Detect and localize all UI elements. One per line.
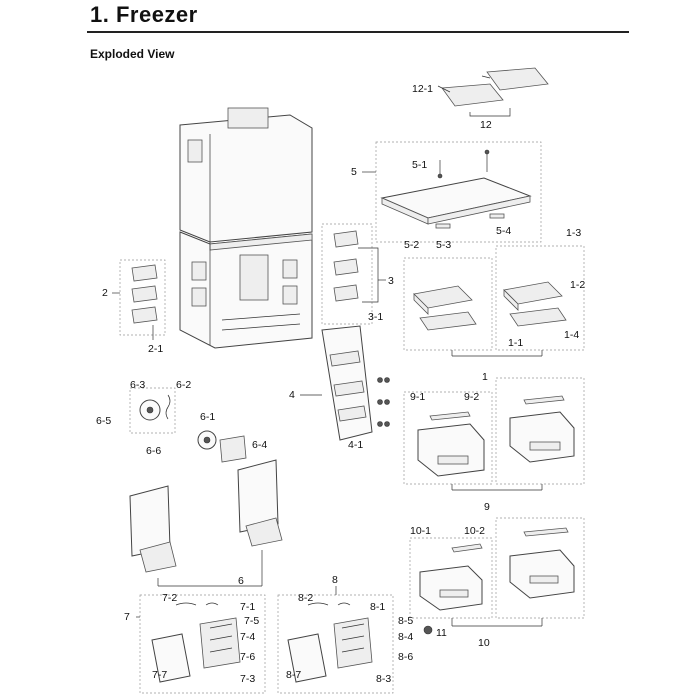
callout-7-7: 7-7	[152, 669, 167, 681]
callout-8-5: 8-5	[398, 615, 413, 627]
callout-7-1: 7-1	[240, 601, 255, 613]
callout-11: 11	[436, 627, 447, 639]
part-12-filters	[437, 67, 549, 117]
callout-6: 6	[238, 575, 244, 587]
part-5-shelf	[362, 141, 542, 243]
callout-8-3: 8-3	[376, 673, 391, 685]
callout-10: 10	[478, 637, 490, 649]
part-6-fan-assembly	[129, 387, 283, 587]
callout-7-4: 7-4	[240, 631, 255, 643]
callout-9-2: 9-2	[464, 391, 479, 403]
freezer-cabinet	[179, 107, 313, 349]
part-4-cover	[300, 325, 390, 441]
callout-7-2: 7-2	[162, 592, 177, 604]
callout-4: 4	[289, 389, 295, 401]
callout-1-1: 1-1	[508, 337, 523, 349]
callout-2-1: 2-1	[148, 343, 163, 355]
callout-1-3: 1-3	[566, 227, 581, 239]
callout-6-2: 6-2	[176, 379, 191, 391]
part-8-assembly	[277, 586, 394, 694]
callout-7-6: 7-6	[240, 651, 255, 663]
callout-7: 7	[124, 611, 130, 623]
callout-2: 2	[102, 287, 108, 299]
part-1-shelves	[403, 245, 585, 357]
callout-12-1: 12-1	[412, 83, 433, 95]
callout-8: 8	[332, 574, 338, 586]
callout-6-5: 6-5	[96, 415, 111, 427]
callout-6-1: 6-1	[200, 411, 215, 423]
page-title: 1. Freezer	[90, 2, 198, 27]
callout-8-4: 8-4	[398, 631, 413, 643]
section-subtitle: Exploded View	[90, 47, 175, 61]
callout-8-2: 8-2	[298, 592, 313, 604]
callout-3-1: 3-1	[368, 311, 383, 323]
callout-1: 1	[482, 371, 488, 383]
callout-8-6: 8-6	[398, 651, 413, 663]
callout-4-1: 4-1	[348, 439, 363, 451]
callout-5-2: 5-2	[404, 239, 419, 251]
part-2-guides	[112, 259, 166, 340]
callout-8-1: 8-1	[370, 601, 385, 613]
callout-5-4: 5-4	[496, 225, 511, 237]
title-rule	[87, 31, 629, 33]
callout-10-2: 10-2	[464, 525, 485, 537]
callout-5-1: 5-1	[412, 159, 427, 171]
callout-1-4: 1-4	[564, 329, 579, 341]
callout-12: 12	[480, 119, 492, 131]
callout-9-1: 9-1	[410, 391, 425, 403]
callout-7-3: 7-3	[240, 673, 255, 685]
callout-6-3: 6-3	[130, 379, 145, 391]
part-10-drawers	[409, 517, 585, 635]
callout-9: 9	[484, 501, 490, 513]
callout-1-2: 1-2	[570, 279, 585, 291]
callout-5: 5	[351, 166, 357, 178]
part-3-guides	[321, 223, 386, 325]
callout-5-3: 5-3	[436, 239, 451, 251]
callout-3: 3	[388, 275, 394, 287]
part-9-drawers	[403, 377, 585, 491]
callout-6-4: 6-4	[252, 439, 267, 451]
part-7-assembly	[136, 594, 266, 694]
callout-10-1: 10-1	[410, 525, 431, 537]
callout-8-7: 8-7	[286, 669, 301, 681]
callout-6-6: 6-6	[146, 445, 161, 457]
callout-7-5: 7-5	[244, 615, 259, 627]
